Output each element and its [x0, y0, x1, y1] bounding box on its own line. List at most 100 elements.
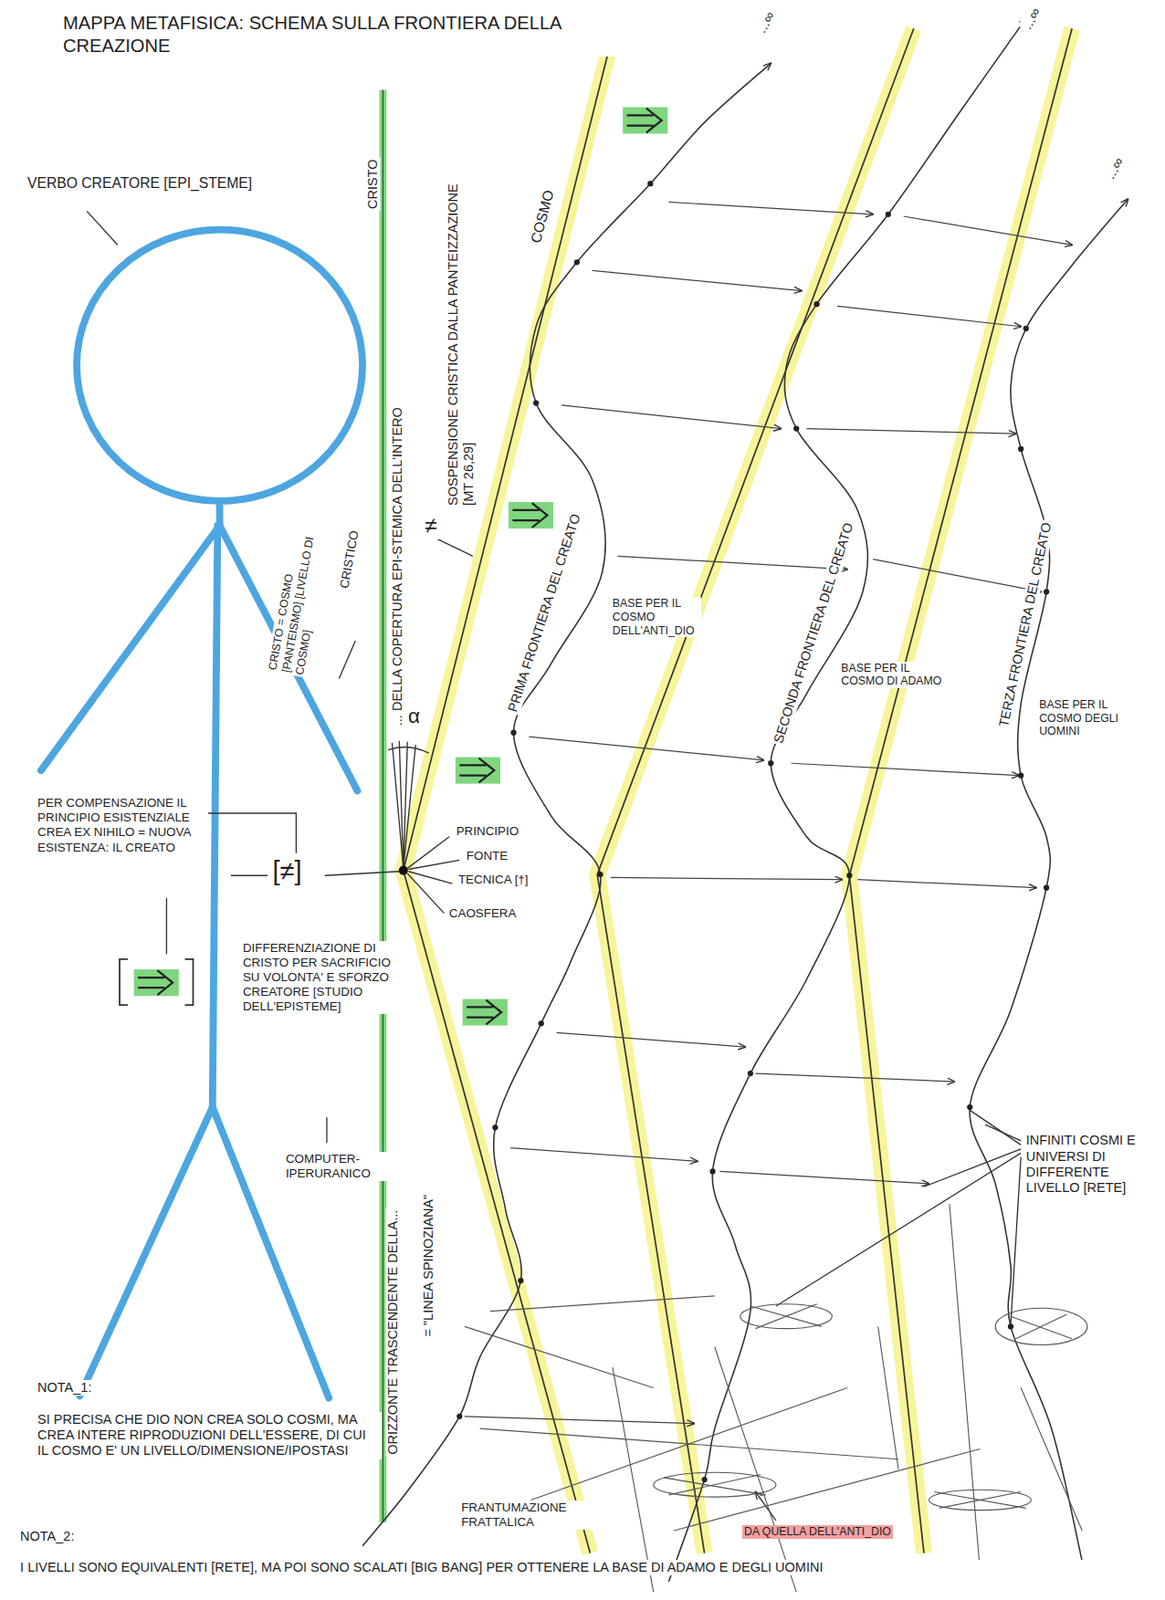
wave-dot [885, 211, 892, 218]
wave-dot [846, 872, 852, 879]
wave-line [969, 199, 1129, 1563]
annotation-label: ...∞ [752, 7, 780, 39]
wave-dot [709, 1168, 715, 1175]
annotation-label: COMPUTER-IPERURANICO [283, 1152, 400, 1182]
wave-line [362, 62, 771, 1546]
cosmic-waves [362, 18, 1128, 1583]
annotation-label: α [406, 704, 422, 730]
annotation-label: CRISTICO [336, 527, 363, 592]
annotation-label: NOTA_2: [18, 1529, 76, 1545]
annotation-label: [≠] [270, 855, 304, 888]
wave-dot [647, 180, 653, 187]
annotation-label: CRISTO = COSMO [PANTEISMO] [LIVELLO DI C… [265, 516, 333, 679]
wave-dot [574, 259, 580, 265]
green-arrows [134, 106, 669, 1026]
annotation-label: COSMO [527, 186, 560, 247]
wave-dot [1023, 325, 1029, 332]
double-arrow [137, 970, 173, 996]
annotation-label: DA QUELLA DELL'ANTI_DIO [742, 1525, 893, 1540]
wave-dot [597, 871, 603, 878]
annotation-label: ...∞ [1017, 2, 1045, 34]
level-arrow [618, 556, 849, 570]
double-arrow [512, 503, 547, 528]
annotation-label: PRIMA FRONTIERA DEL CREATO [503, 510, 585, 716]
green-highlight [455, 757, 501, 785]
annotation-label: TECNICA [†] [456, 872, 531, 888]
wave-dot [456, 1414, 462, 1420]
annotation-label: SECONDA FRONTIERA DEL CREATO [769, 519, 858, 748]
annotation-label: I LIVELLI SONO EQUIVALENTI [RETE], MA PO… [18, 1560, 1155, 1576]
wave-line [668, 18, 1026, 1583]
level-arrow [755, 1073, 955, 1082]
green-highlight [462, 999, 508, 1027]
yellow-frontiers [403, 28, 1072, 1554]
level-arrow [556, 1032, 746, 1048]
annotation-label: FONTE [464, 849, 510, 864]
wave-dot [492, 1124, 498, 1131]
annotation-label: ≠ [422, 512, 440, 540]
annotation-label: SOSPENSIONE CRISTICA DALLA PANTEIZZAZION… [445, 166, 478, 507]
level-arrow [872, 559, 1041, 593]
wave-dot [1007, 1323, 1014, 1330]
origin-point [398, 866, 409, 876]
annotation-label: PRINCIPIO [454, 824, 521, 840]
annotation-label: BASE PER IL COSMO DEGLI UOMINI [1037, 698, 1138, 739]
annotation-label: CRISTO [364, 157, 380, 211]
wave-dot [533, 399, 539, 406]
level-arrow [668, 201, 873, 214]
level-arrows [464, 201, 1072, 1424]
diagram-title: MAPPA METAFISICA: SCHEMA SULLA FRONTIERA… [61, 11, 637, 56]
wave-dot [1043, 588, 1050, 595]
wave-dot [813, 301, 819, 307]
level-arrow [719, 1171, 929, 1184]
wave-dot [701, 1477, 707, 1483]
annotation-label: ORIZZONTE TRASCENDENTE DELLA... [385, 1208, 401, 1458]
green-highlight [622, 106, 668, 134]
green-highlight [508, 502, 554, 529]
leader-lines [86, 210, 1021, 1521]
double-arrow [466, 1000, 502, 1026]
wave-dot [517, 1278, 524, 1284]
wave-dots [456, 180, 1050, 1483]
wave-dot [1018, 773, 1024, 779]
annotation-label: BASE PER IL COSMO DELL'ANTI_DIO [610, 597, 702, 638]
wave-dot [793, 425, 799, 431]
annotation-label: BASE PER IL COSMO DI ADAMO [839, 661, 956, 690]
level-arrow [837, 305, 1021, 326]
annotation-label: PER COMPENSAZIONE IL PRINCIPIO ESISTENZI… [35, 796, 209, 855]
level-arrow [510, 1148, 698, 1163]
level-arrow [561, 405, 781, 430]
green-horizon-line [382, 89, 384, 1523]
annotation-label: NOTA_1: [35, 1380, 94, 1396]
wave-dot [747, 1070, 754, 1077]
level-arrow [464, 1416, 695, 1425]
wave-dot [767, 760, 774, 767]
annotation-label: INFINITI COSMI E UNIVERSI DI DIFFERENTE … [1024, 1133, 1151, 1197]
annotation-label: VERBO CREATORE [EPI_STEME] [25, 175, 254, 193]
wave-dot [510, 730, 516, 736]
annotation-label: CAOSFERA [447, 906, 519, 922]
annotation-label: ...∞ [1101, 152, 1129, 184]
level-arrow [806, 429, 1016, 435]
level-arrow [903, 216, 1072, 245]
wave-dot [1018, 446, 1024, 452]
annotation-label: DIFFERENZIAZIONE DI CRISTO PER SACRIFICI… [241, 941, 399, 1015]
annotation-label: FRANTUMAZIONE FRATTALICA [459, 1500, 596, 1531]
green-highlight [134, 969, 179, 997]
double-arrow [459, 758, 494, 784]
fractal-scribbles [464, 1204, 1088, 1593]
wave-dot [1043, 885, 1050, 892]
level-arrow [528, 736, 764, 761]
level-arrow [592, 270, 802, 291]
annotation-label: ... DELLA COPERTURA EPI-STEMICA DELL'INT… [388, 405, 405, 728]
annotation-label: SI PRECISA CHE DIO NON CREA SOLO COSMI, … [35, 1412, 382, 1460]
wave-dot [966, 1104, 973, 1111]
level-arrow [610, 877, 843, 880]
double-arrow [627, 108, 662, 134]
wave-dot [538, 1020, 545, 1027]
level-arrow [857, 880, 1037, 889]
annotation-label: = "LINEA SPINOZIANA" [420, 1193, 437, 1340]
level-arrow [791, 763, 1019, 776]
